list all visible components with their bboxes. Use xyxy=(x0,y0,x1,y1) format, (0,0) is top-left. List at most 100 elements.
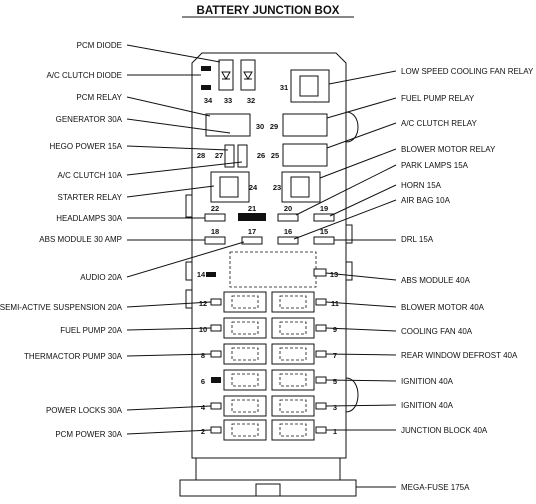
slot-34: 34 xyxy=(204,96,213,105)
label-rear-window-defrost: REAR WINDOW DEFROST 40A xyxy=(401,351,518,360)
slot-2: 2 xyxy=(201,427,205,436)
cartridge-inner-9 xyxy=(279,321,307,335)
label-generator: GENERATOR 30A xyxy=(56,115,123,124)
side-tab-left-1 xyxy=(185,194,193,218)
slot-10: 10 xyxy=(199,325,207,334)
tab-6 xyxy=(211,377,221,383)
fuse-17 xyxy=(241,236,263,245)
diode-symbol-32 xyxy=(243,71,253,81)
slot-32: 32 xyxy=(247,96,255,105)
slot-23: 23 xyxy=(273,183,281,192)
slot-29: 29 xyxy=(270,122,278,131)
relay-25 xyxy=(282,143,328,167)
cartridge-inner-11 xyxy=(279,295,307,309)
relay-31-socket xyxy=(299,75,319,97)
cartridge-7 xyxy=(271,343,315,365)
slot-4: 4 xyxy=(201,403,206,412)
cartridge-inner-10 xyxy=(231,321,259,335)
cartridge-8 xyxy=(223,343,267,365)
slot-21: 21 xyxy=(248,204,256,213)
slot-14: 14 xyxy=(197,270,206,279)
diagram-title: BATTERY JUNCTION BOX xyxy=(197,5,340,17)
label-audio: AUDIO 20A xyxy=(80,273,122,282)
label-mega-fuse: MEGA-FUSE 175A xyxy=(401,483,470,492)
slot-19: 19 xyxy=(320,204,328,213)
tab-11 xyxy=(315,298,327,306)
label-pcm-diode: PCM DIODE xyxy=(77,41,122,50)
diode-spare-2 xyxy=(201,85,211,90)
slot-33: 33 xyxy=(224,96,232,105)
label-ignition-2: IGNITION 40A xyxy=(401,401,454,410)
cartridge-12 xyxy=(223,291,267,313)
label-ignition-1: IGNITION 40A xyxy=(401,377,454,386)
label-power-locks: POWER LOCKS 30A xyxy=(46,406,123,415)
leader-lines-right xyxy=(293,70,397,488)
slot-31: 31 xyxy=(280,83,288,92)
diode-symbol-33 xyxy=(221,71,231,81)
cartridge-1 xyxy=(271,419,315,441)
label-junction-block: JUNCTION BLOCK 40A xyxy=(401,426,488,435)
tab-5 xyxy=(315,376,327,384)
relay-23-socket xyxy=(290,176,310,198)
label-starter-relay: STARTER RELAY xyxy=(58,193,123,202)
slot-24: 24 xyxy=(249,183,258,192)
slot-16: 16 xyxy=(284,227,292,236)
slot-13: 13 xyxy=(330,270,338,279)
cartridge-inner-2 xyxy=(231,423,259,437)
cartridge-11 xyxy=(271,291,315,313)
cartridge-inner-7 xyxy=(279,347,307,361)
cartridge-9 xyxy=(271,317,315,339)
cartridge-inner-4 xyxy=(231,399,259,413)
tab-8 xyxy=(210,350,222,358)
fuse-22 xyxy=(204,213,226,222)
slot-11: 11 xyxy=(331,299,339,308)
base-tab xyxy=(255,483,281,497)
cartridge-10 xyxy=(223,317,267,339)
relay-29 xyxy=(282,113,328,137)
slot-7: 7 xyxy=(333,351,337,360)
tab-3 xyxy=(315,402,327,410)
fuse-27 xyxy=(237,144,248,168)
fuse-15 xyxy=(313,236,335,245)
fuse-13-tab xyxy=(313,268,327,277)
fuse-18 xyxy=(204,236,226,245)
slot-28: 28 xyxy=(197,151,205,160)
label-ac-clutch-relay: A/C CLUTCH RELAY xyxy=(401,119,478,128)
label-fuel-pump: FUEL PUMP 20A xyxy=(60,326,122,335)
label-drl: DRL 15A xyxy=(401,235,434,244)
slot-30: 30 xyxy=(256,122,264,131)
tab-7 xyxy=(315,350,327,358)
slot-1: 1 xyxy=(333,427,337,436)
cartridge-inner-5 xyxy=(279,373,307,387)
side-clip-lower xyxy=(345,377,359,413)
label-low-speed-cooling-fan-relay: LOW SPEED COOLING FAN RELAY xyxy=(401,67,534,76)
fuse-14 xyxy=(206,272,216,277)
tab-12 xyxy=(210,298,222,306)
side-tab-left-3 xyxy=(185,289,193,309)
tab-9 xyxy=(315,324,327,332)
label-fuel-pump-relay: FUEL PUMP RELAY xyxy=(401,94,475,103)
slot-18: 18 xyxy=(211,227,219,236)
fuse-28 xyxy=(224,144,235,168)
slot-6: 6 xyxy=(201,377,205,386)
side-tab-left-2 xyxy=(185,261,193,281)
slot-25: 25 xyxy=(271,151,279,160)
slot-26: 26 xyxy=(257,151,265,160)
side-tab-right-1 xyxy=(345,224,353,244)
slot-15: 15 xyxy=(320,227,328,236)
diode-spare-1 xyxy=(201,66,211,71)
label-pcm-relay: PCM RELAY xyxy=(76,93,122,102)
side-tab-right-2 xyxy=(345,261,353,281)
label-blower-motor: BLOWER MOTOR 40A xyxy=(401,303,485,312)
tab-2 xyxy=(210,426,222,434)
pcm-diode xyxy=(218,59,234,91)
label-headlamps: HEADLAMPS 30A xyxy=(56,214,122,223)
slot-22: 22 xyxy=(211,204,219,213)
cartridge-4 xyxy=(223,395,267,417)
label-hego-power: HEGO POWER 15A xyxy=(50,142,123,151)
slot-5: 5 xyxy=(333,377,337,386)
slot-3: 3 xyxy=(333,403,337,412)
cartridge-inner-8 xyxy=(231,347,259,361)
